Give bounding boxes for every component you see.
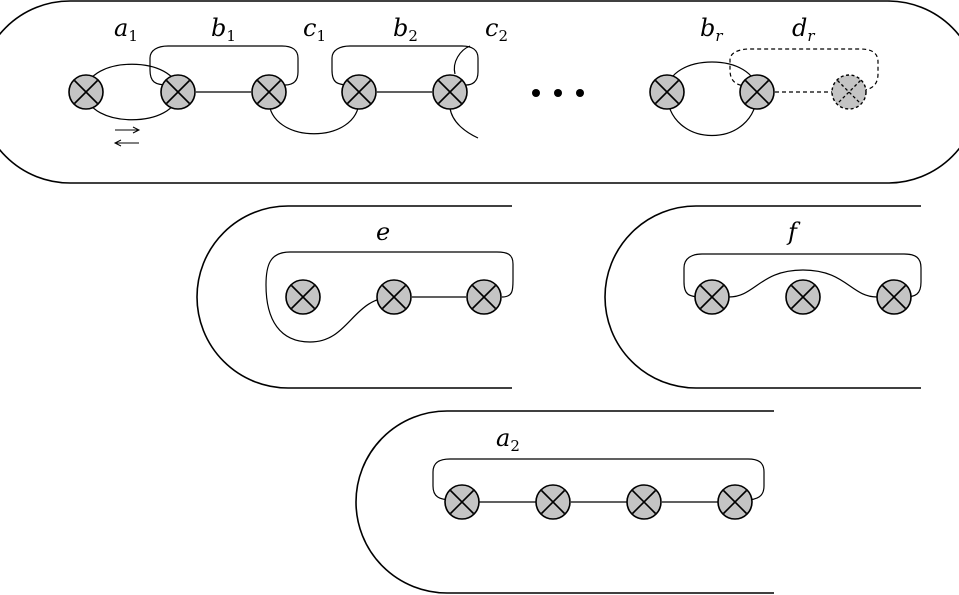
surface-outline-f bbox=[604, 205, 921, 389]
curve-c1 bbox=[268, 99, 360, 135]
curve-a2 bbox=[432, 458, 765, 501]
label-c1: c1 bbox=[303, 14, 326, 45]
crosscap bbox=[432, 74, 468, 110]
crosscap bbox=[68, 74, 104, 110]
ellipsis-dots bbox=[532, 89, 584, 97]
orientation-arrows bbox=[113, 126, 141, 147]
crosscap bbox=[535, 484, 571, 520]
curve-e bbox=[265, 251, 514, 343]
crosscap bbox=[285, 279, 321, 315]
curve-dr bbox=[729, 48, 879, 91]
crosscap bbox=[739, 74, 775, 110]
panel-e: e bbox=[196, 205, 514, 389]
crosscap bbox=[160, 74, 196, 110]
panel-a2: a2 bbox=[355, 410, 774, 594]
curve-c2-lower bbox=[449, 107, 479, 139]
curve-b2 bbox=[331, 45, 479, 86]
curve-f bbox=[683, 253, 922, 298]
top-panel: a1 b1 c1 b2 c2 br dr bbox=[0, 0, 959, 184]
label-a2: a2 bbox=[496, 424, 520, 455]
label-b2: b2 bbox=[393, 14, 418, 45]
curve-f-arc bbox=[728, 269, 878, 298]
label-dr: dr bbox=[792, 14, 815, 45]
label-a1: a1 bbox=[114, 14, 138, 45]
panel-f: f bbox=[604, 205, 922, 389]
crosscap bbox=[717, 484, 753, 520]
crosscap bbox=[251, 74, 287, 110]
crosscap bbox=[649, 74, 685, 110]
crosscap bbox=[376, 279, 412, 315]
label-br: br bbox=[700, 14, 723, 45]
label-f: f bbox=[786, 218, 801, 246]
curve-c2 bbox=[453, 45, 471, 75]
crosscap bbox=[694, 279, 730, 315]
crosscap bbox=[341, 74, 377, 110]
surface-outline-a2 bbox=[355, 410, 774, 594]
surface-outline-top bbox=[0, 0, 959, 184]
crosscap bbox=[876, 279, 912, 315]
crosscap bbox=[785, 279, 821, 315]
curve-b1 bbox=[149, 45, 299, 86]
label-b1: b1 bbox=[211, 14, 236, 45]
surface-outline-e bbox=[196, 205, 512, 389]
label-e: e bbox=[376, 218, 390, 246]
label-c2: c2 bbox=[485, 14, 508, 45]
crosscap bbox=[444, 484, 480, 520]
crosscap-dashed bbox=[831, 74, 867, 110]
crosscap bbox=[466, 279, 502, 315]
crosscap bbox=[626, 484, 662, 520]
